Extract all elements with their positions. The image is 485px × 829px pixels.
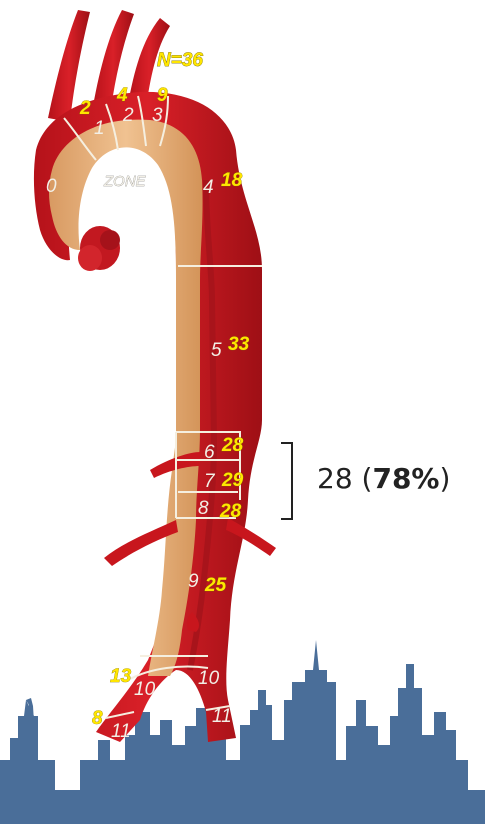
summary-count: 28	[317, 462, 353, 495]
zone-count: 2	[79, 98, 91, 119]
zone-count: 25	[204, 575, 227, 596]
zone-number: 4	[203, 177, 214, 198]
zone-number: 10	[134, 679, 156, 700]
zone-number: 11	[111, 721, 131, 742]
zone-number: 10	[198, 668, 220, 689]
summary-percent: 78%	[372, 462, 439, 495]
zone-word-label: ZONE	[103, 173, 147, 190]
zone-number: 11	[212, 706, 232, 727]
zone-count: 13	[110, 666, 132, 687]
zone-number: 6	[204, 442, 215, 463]
zone-count: 28	[219, 501, 242, 522]
zone-count: 28	[221, 435, 244, 456]
zone-number: 1	[94, 118, 105, 139]
sample-size-label: N=36	[157, 50, 203, 71]
zone-number: 2	[122, 105, 134, 126]
zone-count: 8	[92, 708, 103, 729]
zones-6-8-bracket	[281, 443, 292, 519]
zone-number: 7	[204, 471, 216, 492]
zone-count: 9	[157, 85, 168, 106]
true-lumen	[49, 120, 203, 676]
aortic-root	[78, 226, 120, 271]
zone-number: 8	[198, 498, 209, 519]
zone-count: 33	[228, 334, 250, 355]
zone-count: 29	[221, 470, 244, 491]
zone-number: 0	[46, 176, 57, 197]
zone-number: 3	[152, 105, 163, 126]
city-skyline	[0, 640, 485, 824]
zones-6-8-summary: 28 (78%)	[317, 462, 450, 495]
zone-count: 4	[116, 85, 128, 106]
zone-number: 5	[211, 340, 222, 361]
zone-count: 18	[221, 170, 243, 191]
zone-number: 9	[188, 571, 199, 592]
